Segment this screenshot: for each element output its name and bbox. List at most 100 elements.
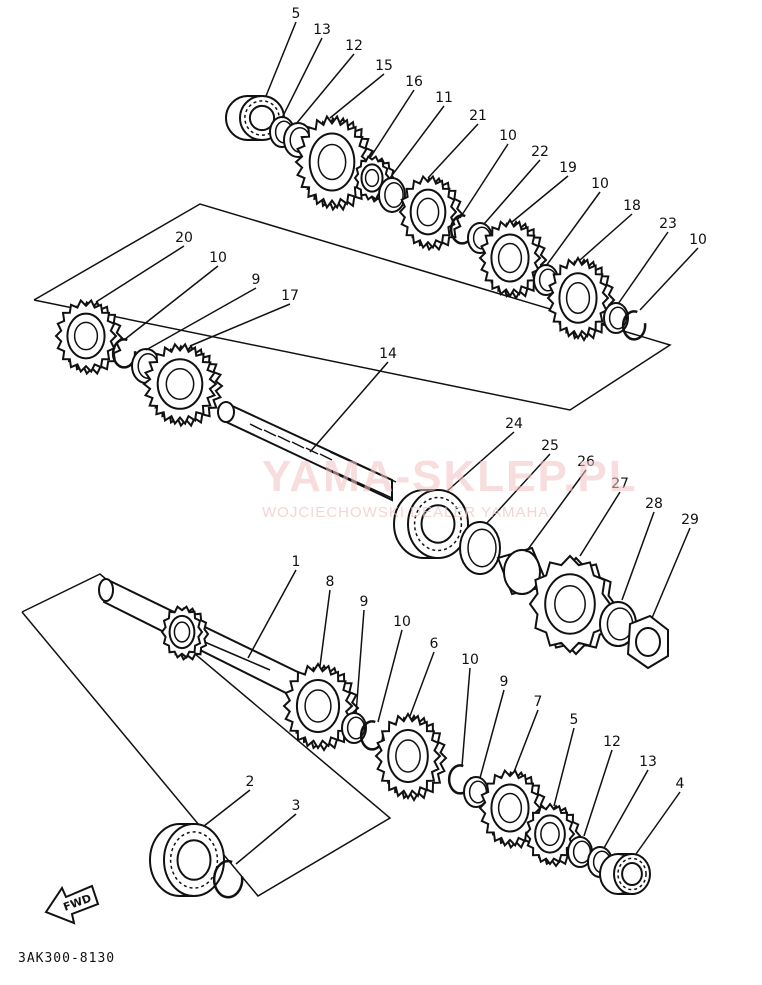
- callout-label: 23: [659, 216, 677, 232]
- callout-label: 6: [430, 636, 439, 652]
- callout-label: 11: [435, 90, 453, 106]
- leader-line: [427, 123, 479, 179]
- leader-line: [295, 53, 355, 125]
- callout-10: 10: [377, 614, 411, 723]
- callout-label: 10: [461, 652, 479, 668]
- callout-5: 5: [265, 6, 300, 97]
- gear-21: [398, 174, 464, 252]
- gear-20: [54, 298, 124, 376]
- parts-layer: [21, 95, 672, 899]
- drive-sprocket-27: [528, 554, 618, 656]
- callout-label: 13: [313, 22, 331, 38]
- leader-line: [621, 511, 655, 601]
- diagram-reference-code: 3AK300-8130: [18, 951, 116, 966]
- leader-line: [579, 213, 633, 261]
- callout-label: 5: [570, 712, 579, 728]
- callouts-layer: 5131215161121102219101823102010917142425…: [95, 6, 707, 865]
- leader-line: [583, 749, 613, 837]
- callout-label: 4: [676, 776, 685, 792]
- bearing-4: [599, 853, 651, 895]
- callout-24: 24: [445, 416, 523, 493]
- callout-label: 9: [252, 272, 261, 288]
- callout-10: 10: [459, 128, 517, 219]
- leader-line: [369, 89, 415, 159]
- callout-8: 8: [319, 574, 335, 667]
- callout-12: 12: [583, 734, 621, 837]
- leader-line: [247, 569, 297, 659]
- leader-line: [639, 247, 699, 311]
- leader-line: [309, 361, 389, 453]
- leader-line: [459, 143, 509, 219]
- callout-4: 4: [635, 776, 685, 855]
- callout-label: 19: [559, 160, 577, 176]
- leader-line: [579, 491, 621, 557]
- callout-3: 3: [235, 798, 300, 865]
- gear-19: [478, 218, 548, 300]
- leader-line: [461, 667, 471, 767]
- leader-line: [189, 303, 291, 347]
- callout-label: 10: [689, 232, 707, 248]
- leader-line: [485, 453, 551, 525]
- fwd-arrow-icon: FWD: [44, 884, 100, 925]
- gear-17: [142, 342, 224, 428]
- callout-label: 2: [246, 774, 255, 790]
- callout-25: 25: [485, 438, 559, 525]
- callout-label: 25: [541, 438, 559, 454]
- callout-10: 10: [545, 176, 609, 267]
- leader-line: [635, 791, 681, 855]
- callout-label: 8: [326, 574, 335, 590]
- callout-label: 9: [360, 594, 369, 610]
- callout-label: 20: [175, 230, 193, 246]
- leader-line: [203, 789, 251, 827]
- callout-20: 20: [95, 230, 193, 303]
- callout-15: 15: [329, 58, 393, 119]
- callout-19: 19: [511, 160, 577, 223]
- callout-29: 29: [651, 512, 699, 619]
- callout-13: 13: [281, 22, 331, 119]
- leader-line: [603, 769, 649, 849]
- callout-label: 1: [292, 554, 301, 570]
- callout-10: 10: [461, 652, 479, 767]
- callout-16: 16: [369, 74, 423, 159]
- callout-label: 9: [500, 674, 509, 690]
- leader-line: [483, 159, 541, 225]
- nut-29: [626, 614, 669, 670]
- leader-line: [95, 245, 185, 303]
- watermark-brand: YAMA-SKLEP.PL: [262, 452, 638, 501]
- oil-seal-25: [459, 521, 501, 575]
- upper-frame-outline: [33, 203, 672, 411]
- gear-8: [282, 662, 360, 752]
- lower-frame-outline: [21, 573, 392, 897]
- callout-9: 9: [355, 594, 369, 715]
- callout-label: 18: [623, 198, 641, 214]
- leader-line: [329, 73, 385, 119]
- callout-27: 27: [579, 476, 629, 557]
- axle-1-integral-gear: [160, 605, 210, 661]
- callout-9: 9: [145, 272, 261, 351]
- callout-label: 13: [639, 754, 657, 770]
- callout-13: 13: [603, 754, 657, 849]
- callout-label: 22: [531, 144, 549, 160]
- callout-7: 7: [513, 694, 542, 773]
- leader-line: [513, 709, 539, 773]
- leader-line: [355, 609, 365, 715]
- leader-line: [281, 37, 323, 119]
- callout-label: 10: [591, 176, 609, 192]
- leader-line: [123, 265, 219, 341]
- leader-line: [617, 231, 669, 305]
- leader-line: [265, 21, 297, 97]
- callout-10: 10: [123, 250, 227, 341]
- callout-26: 26: [525, 454, 595, 553]
- leader-line: [545, 191, 601, 267]
- leader-line: [479, 689, 505, 779]
- callout-9: 9: [479, 674, 509, 779]
- leader-line: [553, 727, 575, 807]
- callout-label: 16: [405, 74, 423, 90]
- leader-line: [319, 589, 331, 667]
- leader-line: [445, 431, 515, 493]
- callout-23: 23: [617, 216, 677, 305]
- callout-label: 27: [611, 476, 629, 492]
- callout-label: 28: [645, 496, 663, 512]
- watermark-tagline: WOJCIECHOWSKI DEALER YAMAHA: [262, 504, 550, 521]
